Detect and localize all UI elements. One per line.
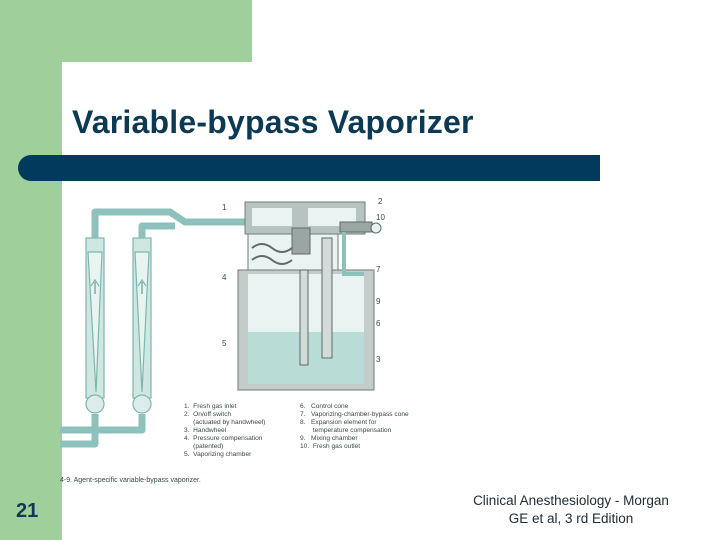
callout-3: 3 [376,355,381,364]
callout-2: 2 [378,197,383,206]
legend-item: 3. Handwheel [184,427,227,434]
legend-item: 7. Vaporizing-chamber-bypass cone [300,411,409,418]
citation-line: Clinical Anesthesiology - Morgan [473,493,669,508]
callout-9: 9 [376,297,381,306]
callout-1: 1 [222,203,227,212]
citation: Clinical Anesthesiology - Morgan GE et a… [462,492,680,528]
callout-labels: 1 2 10 7 4 9 6 5 3 [222,197,385,364]
legend-item: (actuated by handwheel) [184,419,265,426]
figure-caption: 4-9. Agent-specific variable-bypass vapo… [60,477,201,484]
legend-item: 2. On/off switch [184,411,231,418]
callout-4: 4 [222,273,227,282]
legend-item: 8. Expansion element for [300,419,377,426]
content-corner [62,62,122,122]
vaporizer-body [237,201,382,391]
gas-piping [60,208,250,448]
legend-item: temperature compensation [300,427,392,434]
callout-7: 7 [376,265,381,274]
green-band-left [0,0,62,540]
flowmeter-tubes [85,237,152,414]
callout-5: 5 [222,339,227,348]
vaporizer-diagram: 1 2 10 7 4 9 6 5 3 1. Fresh gas inlet 2.… [60,197,409,484]
legend-item: 6. Control cone [300,403,349,410]
legend-item: 5. Vaporizing chamber [184,451,252,458]
legend-item: 1. Fresh gas inlet [184,403,237,410]
legend-item: 4. Pressure compensation [184,435,263,442]
slide-title: Variable-bypass Vaporizer [72,104,474,140]
citation-line: GE et al, 3 rd Edition [508,511,634,526]
callout-6: 6 [376,319,381,328]
legend-item: (patented) [184,443,223,450]
legend-item: 9. Mixing chamber [300,435,358,442]
slide-number: 21 [16,500,39,522]
title-underline-bar [18,155,600,181]
legend-item: 10. Fresh gas outlet [300,443,360,450]
callout-10: 10 [376,213,385,222]
figure-legend: 1. Fresh gas inlet 2. On/off switch (act… [184,403,409,458]
caption-text: 4-9. Agent-specific variable-bypass vapo… [60,477,201,484]
